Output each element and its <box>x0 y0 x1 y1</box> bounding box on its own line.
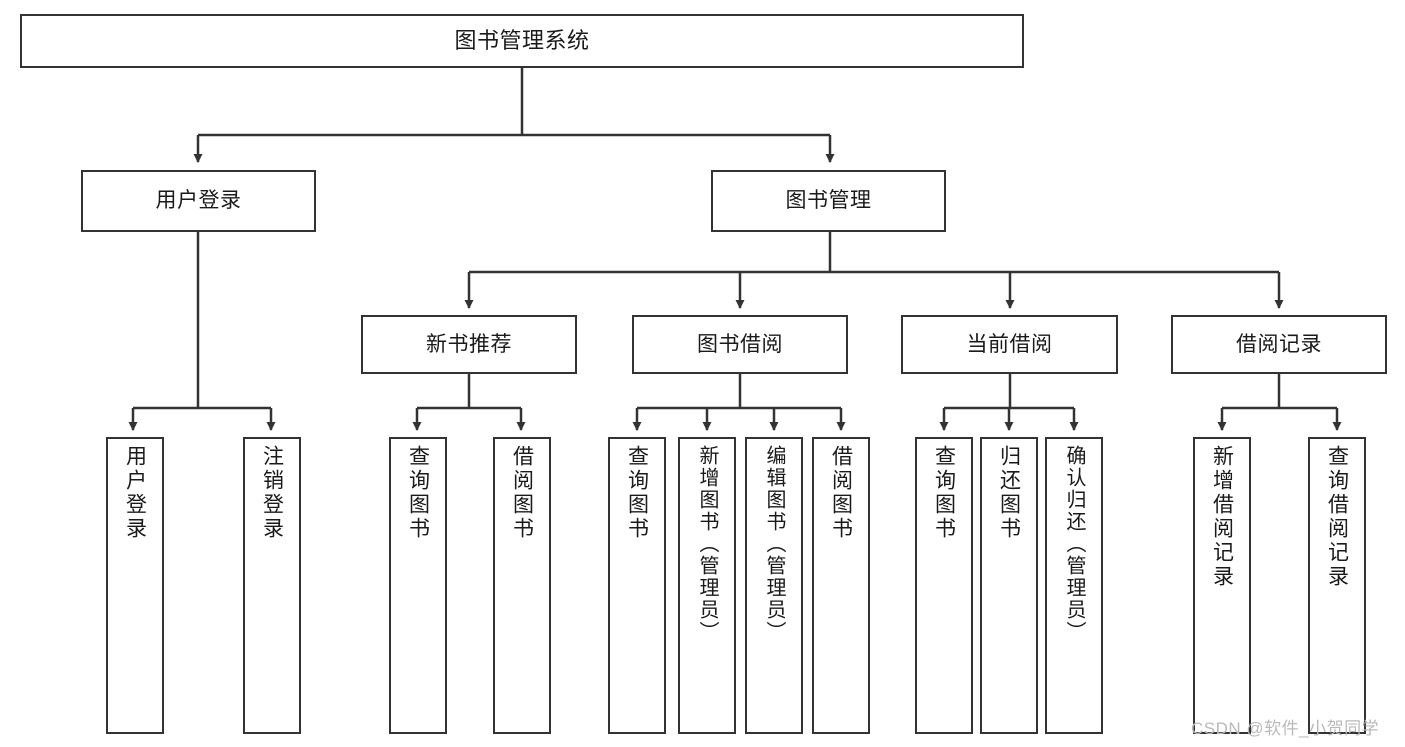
leaf-logout[interactable]: 注销登录 <box>243 437 301 734</box>
node-label: 新增图书（管理员） <box>696 445 718 643</box>
node-user-login[interactable]: 用户登录 <box>81 170 316 232</box>
node-label: 新书推荐 <box>426 332 512 356</box>
leaf-query-book-current[interactable]: 查询图书 <box>915 437 973 734</box>
node-label: 归还图书 <box>997 445 1021 541</box>
node-label: 图书管理 <box>785 189 872 213</box>
node-label: 借阅图书 <box>510 445 534 541</box>
leaf-query-book-recommend[interactable]: 查询图书 <box>389 437 447 734</box>
leaf-return-book[interactable]: 归还图书 <box>980 437 1038 734</box>
node-label: 图书管理系统 <box>454 27 590 53</box>
node-label: 查询借阅记录 <box>1325 445 1349 589</box>
leaf-user-login[interactable]: 用户登录 <box>106 437 164 734</box>
node-label: 新增借阅记录 <box>1210 445 1234 589</box>
node-label: 借阅记录 <box>1236 332 1322 356</box>
csdn-watermark: CSDN @软件_小贺同学 <box>1191 719 1380 738</box>
leaf-edit-book-admin[interactable]: 编辑图书（管理员） <box>745 437 803 734</box>
node-label: 确认归还（管理员） <box>1063 445 1085 643</box>
node-current-borrow[interactable]: 当前借阅 <box>901 315 1118 374</box>
node-label: 当前借阅 <box>966 332 1053 356</box>
node-label: 注销登录 <box>260 445 284 541</box>
node-book-borrow[interactable]: 图书借阅 <box>632 315 848 374</box>
node-label: 图书借阅 <box>697 332 783 356</box>
leaf-add-book-admin[interactable]: 新增图书（管理员） <box>678 437 736 734</box>
node-label: 查询图书 <box>406 445 430 541</box>
node-label: 编辑图书（管理员） <box>763 445 785 643</box>
node-label: 借阅图书 <box>829 445 853 541</box>
leaf-confirm-return-admin[interactable]: 确认归还（管理员） <box>1045 437 1103 734</box>
node-label: 查询图书 <box>932 445 956 541</box>
node-label: 用户登录 <box>155 189 242 213</box>
leaf-query-borrow-record[interactable]: 查询借阅记录 <box>1308 437 1366 734</box>
node-book-management[interactable]: 图书管理 <box>711 170 946 232</box>
leaf-add-borrow-record[interactable]: 新增借阅记录 <box>1193 437 1251 734</box>
node-label: 用户登录 <box>123 445 147 541</box>
node-root-book-management-system[interactable]: 图书管理系统 <box>20 14 1024 68</box>
node-borrow-record[interactable]: 借阅记录 <box>1171 315 1387 374</box>
node-label: 查询图书 <box>625 445 649 541</box>
node-new-book-recommendation[interactable]: 新书推荐 <box>361 315 577 374</box>
leaf-borrow-book-recommend[interactable]: 借阅图书 <box>493 437 551 734</box>
leaf-borrow-book[interactable]: 借阅图书 <box>812 437 870 734</box>
leaf-query-book-borrow[interactable]: 查询图书 <box>608 437 666 734</box>
